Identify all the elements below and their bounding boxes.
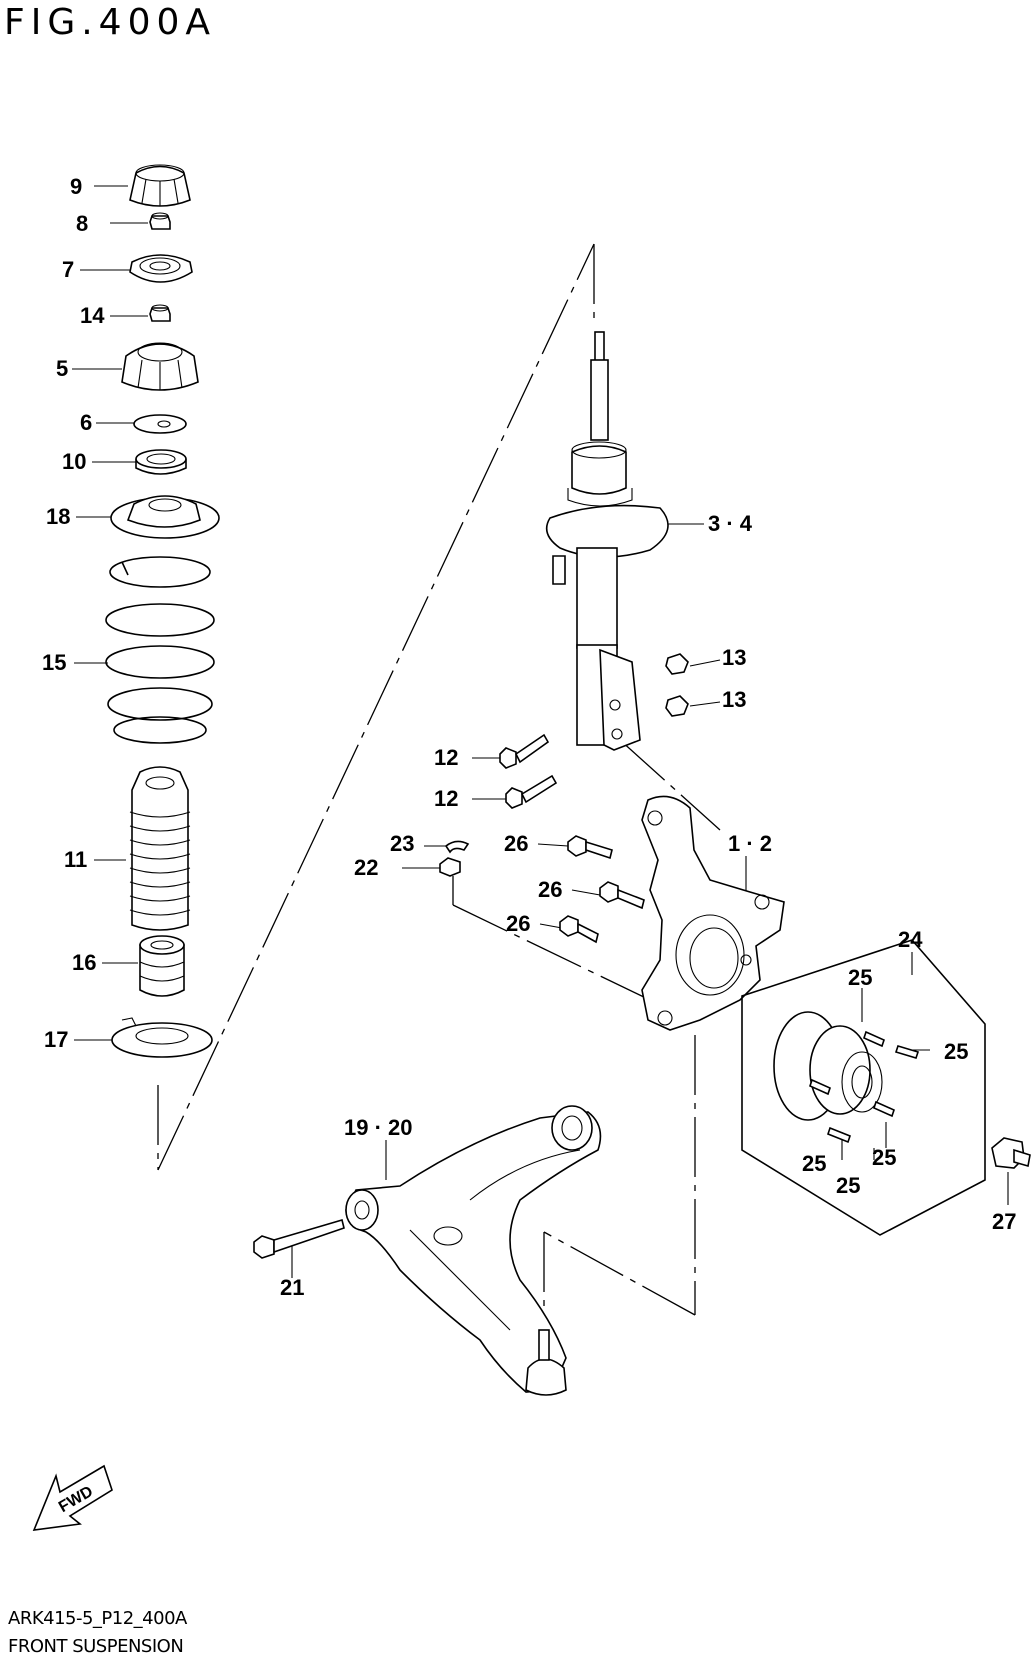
part-26-bolts [559, 835, 645, 944]
assembly-phantom-lines [157, 243, 721, 1325]
callout-7: 7 [62, 257, 75, 282]
part-27-hub-nut [991, 1137, 1031, 1169]
callout-13-upper: 13 [722, 645, 747, 670]
callout-18: 18 [46, 504, 71, 529]
callout-25-top: 25 [848, 965, 873, 990]
part-21-bolt [253, 1218, 345, 1259]
part-9-cap [129, 164, 191, 207]
part-14-nut [149, 304, 171, 322]
part-5-strut-mount [121, 342, 199, 391]
callout-9: 9 [70, 174, 83, 199]
part-3-4-strut [545, 331, 669, 751]
figure-subtitle: FRONT SUSPENSION [8, 1636, 184, 1657]
callout-25-left: 25 [802, 1151, 827, 1176]
callout-19-20: 19 · 20 [344, 1115, 413, 1140]
callout-16: 16 [72, 950, 97, 975]
callout-25-bottom: 25 [836, 1173, 861, 1198]
callout-17: 17 [44, 1027, 69, 1052]
part-22-23-nut-clip [439, 840, 470, 877]
part-17-insulator [111, 1017, 213, 1058]
fwd-arrow-icon [32, 1464, 113, 1531]
part-16-bump-stop [139, 935, 185, 997]
callout-26-a: 26 [504, 831, 529, 856]
callout-25-mid: 25 [872, 1145, 897, 1170]
callout-13-lower: 13 [722, 687, 747, 712]
part-8-nut [149, 212, 171, 230]
callout-11: 11 [64, 847, 88, 872]
part-1-2-knuckle [641, 795, 785, 1031]
part-19-20-lower-arm [345, 1105, 602, 1396]
figure-title: FIG.400A [4, 2, 217, 43]
callout-15: 15 [42, 650, 67, 675]
part-11-dust-boot [129, 766, 191, 931]
callout-26-b: 26 [538, 877, 563, 902]
part-15-coil-spring [105, 556, 215, 744]
callout-21: 21 [280, 1275, 305, 1300]
part-13-nuts [665, 653, 689, 717]
callout-25-right: 25 [944, 1039, 969, 1064]
part-18-spring-seat [110, 495, 220, 539]
callout-12-upper: 12 [434, 745, 459, 770]
callout-26-c: 26 [506, 911, 531, 936]
callout-1-2: 1 · 2 [728, 831, 773, 856]
callout-24: 24 [898, 927, 923, 952]
callout-6: 6 [80, 410, 93, 435]
part-10-bearing [135, 449, 187, 475]
callout-3-4: 3 · 4 [708, 511, 753, 536]
figure-code: ARK415-5_P12_400A [8, 1608, 187, 1629]
part-6-washer [133, 414, 187, 434]
callout-23: 23 [390, 831, 415, 856]
callout-8: 8 [76, 211, 89, 236]
callout-10: 10 [62, 449, 87, 474]
part-12-bolts [499, 733, 558, 809]
callout-5: 5 [56, 356, 69, 381]
callout-27: 27 [992, 1209, 1017, 1234]
callout-22: 22 [354, 855, 379, 880]
part-7-plate [129, 254, 193, 283]
leader-lines [72, 185, 1009, 1278]
callout-14: 14 [80, 303, 105, 328]
callout-12-lower: 12 [434, 786, 459, 811]
part-24-hub-assembly [741, 939, 986, 1236]
